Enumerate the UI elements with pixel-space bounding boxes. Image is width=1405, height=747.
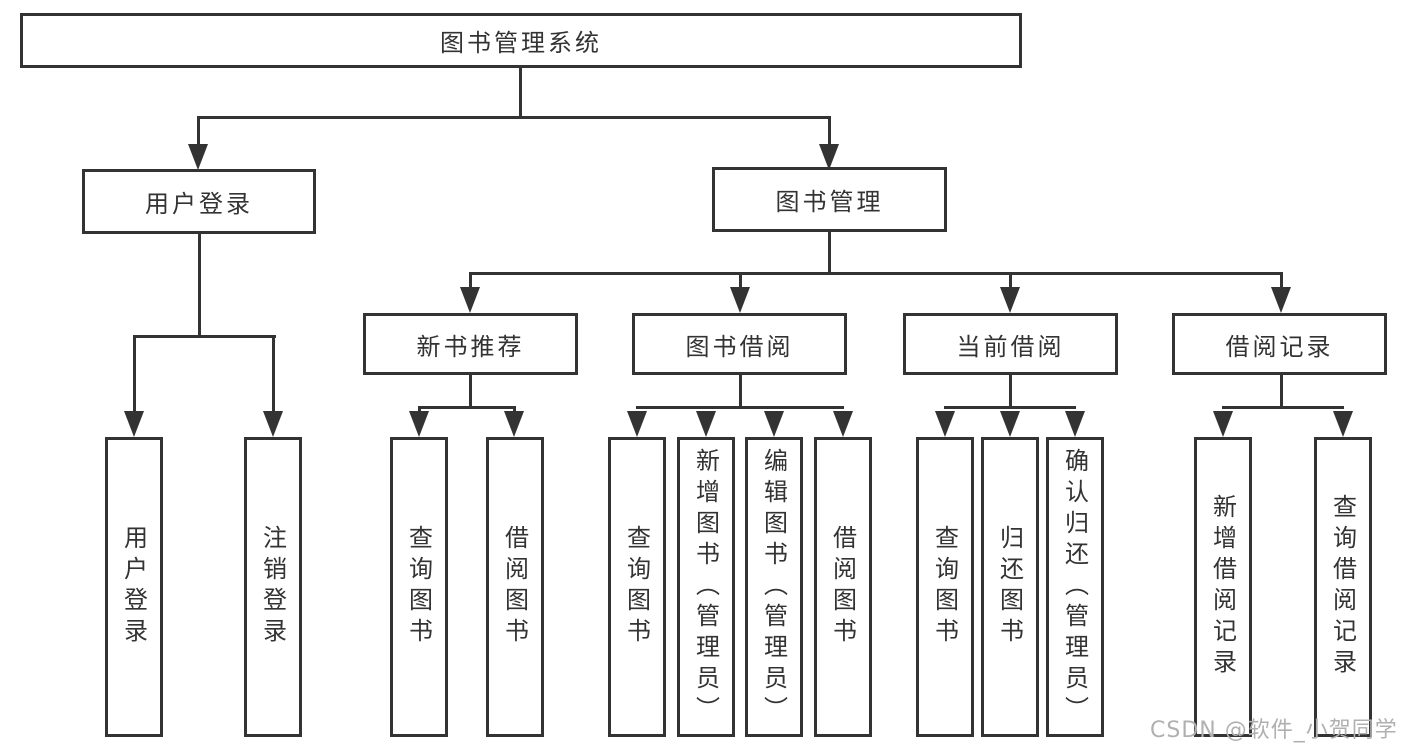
connector-line: [418, 406, 516, 409]
node-user-login: 用户登录: [82, 169, 316, 234]
leaf-bb-add-book-admin: 新增图书（管理员）: [677, 437, 735, 737]
leaf-nbr-query-book: 查询图书: [390, 437, 448, 737]
leaf-logout-login: 注销登录: [244, 437, 302, 737]
connector-line: [197, 116, 831, 119]
arrowhead-icon: [627, 411, 647, 437]
node-new-book-recommend: 新书推荐: [363, 313, 578, 375]
connector-line: [198, 233, 201, 337]
leaf-br-add-record: 新增借阅记录: [1194, 437, 1252, 737]
arrowhead-icon: [504, 411, 524, 437]
leaf-bb-borrow-book: 借阅图书: [814, 437, 872, 737]
connector-line: [133, 335, 136, 415]
connector-line: [828, 231, 831, 275]
leaf-label: 查询图书: [404, 525, 433, 649]
leaf-label: 用户登录: [119, 525, 148, 649]
connector-line: [1009, 374, 1012, 408]
arrowhead-icon: [764, 411, 784, 437]
leaf-nbr-borrow-book: 借阅图书: [486, 437, 544, 737]
connector-line: [1009, 272, 1012, 290]
arrowhead-icon: [1065, 411, 1085, 437]
connector-line: [272, 335, 275, 415]
arrowhead-icon: [124, 411, 144, 437]
node-borrow-records: 借阅记录: [1172, 313, 1387, 375]
arrowhead-icon: [730, 287, 750, 313]
arrowhead-icon: [188, 144, 208, 170]
leaf-bb-edit-book-admin: 编辑图书（管理员）: [745, 437, 803, 737]
leaf-cb-query-book: 查询图书: [916, 437, 974, 737]
arrowhead-icon: [409, 411, 429, 437]
node-book-management: 图书管理: [712, 167, 947, 232]
leaf-label: 借阅图书: [828, 525, 857, 649]
connector-line: [1280, 272, 1283, 290]
arrowhead-icon: [833, 411, 853, 437]
arrowhead-icon: [1271, 287, 1291, 313]
leaf-label: 查询图书: [930, 525, 959, 649]
connector-line: [739, 374, 742, 408]
connector-line: [944, 406, 1076, 409]
leaf-label: 新增借阅记录: [1208, 494, 1237, 680]
leaf-label: 归还图书: [995, 525, 1024, 649]
connector-line: [513, 406, 516, 415]
leaf-label: 确认归还（管理员）: [1060, 447, 1089, 727]
arrowhead-icon: [1000, 287, 1020, 313]
arrowhead-icon: [935, 411, 955, 437]
connector-line: [418, 406, 421, 415]
connector-line: [519, 68, 522, 118]
leaf-label: 新增图书（管理员）: [691, 447, 720, 727]
leaf-label: 借阅图书: [500, 525, 529, 649]
connector-line: [1222, 406, 1344, 409]
arrowhead-icon: [1000, 411, 1020, 437]
leaf-label: 查询借阅记录: [1328, 494, 1357, 680]
connector-line: [197, 116, 200, 148]
leaf-user-login: 用户登录: [105, 437, 163, 737]
node-book-borrow: 图书借阅: [632, 313, 847, 375]
node-root: 图书管理系统: [20, 13, 1022, 68]
connector-line: [636, 406, 844, 409]
arrowhead-icon: [460, 287, 480, 313]
leaf-bb-query-book: 查询图书: [608, 437, 666, 737]
connector-line: [739, 272, 742, 290]
connector-line: [469, 272, 472, 290]
csdn-watermark: CSDN @软件_小贺同学: [1150, 718, 1398, 743]
connector-line: [469, 374, 472, 408]
arrowhead-icon: [696, 411, 716, 437]
leaf-label: 注销登录: [258, 525, 287, 649]
node-current-borrow: 当前借阅: [903, 313, 1118, 375]
arrowhead-icon: [1333, 411, 1353, 437]
leaf-cb-return-book: 归还图书: [981, 437, 1039, 737]
leaf-br-query-record: 查询借阅记录: [1314, 437, 1372, 737]
connector-line: [133, 335, 276, 338]
arrowhead-icon: [1213, 411, 1233, 437]
connector-line: [1280, 374, 1283, 408]
connector-line: [828, 116, 831, 148]
connector-line: [469, 272, 1283, 275]
arrowhead-icon: [819, 144, 839, 170]
leaf-label: 编辑图书（管理员）: [759, 447, 788, 727]
leaf-label: 查询图书: [622, 525, 651, 649]
leaf-cb-confirm-return-admin: 确认归还（管理员）: [1046, 437, 1104, 737]
arrowhead-icon: [263, 411, 283, 437]
